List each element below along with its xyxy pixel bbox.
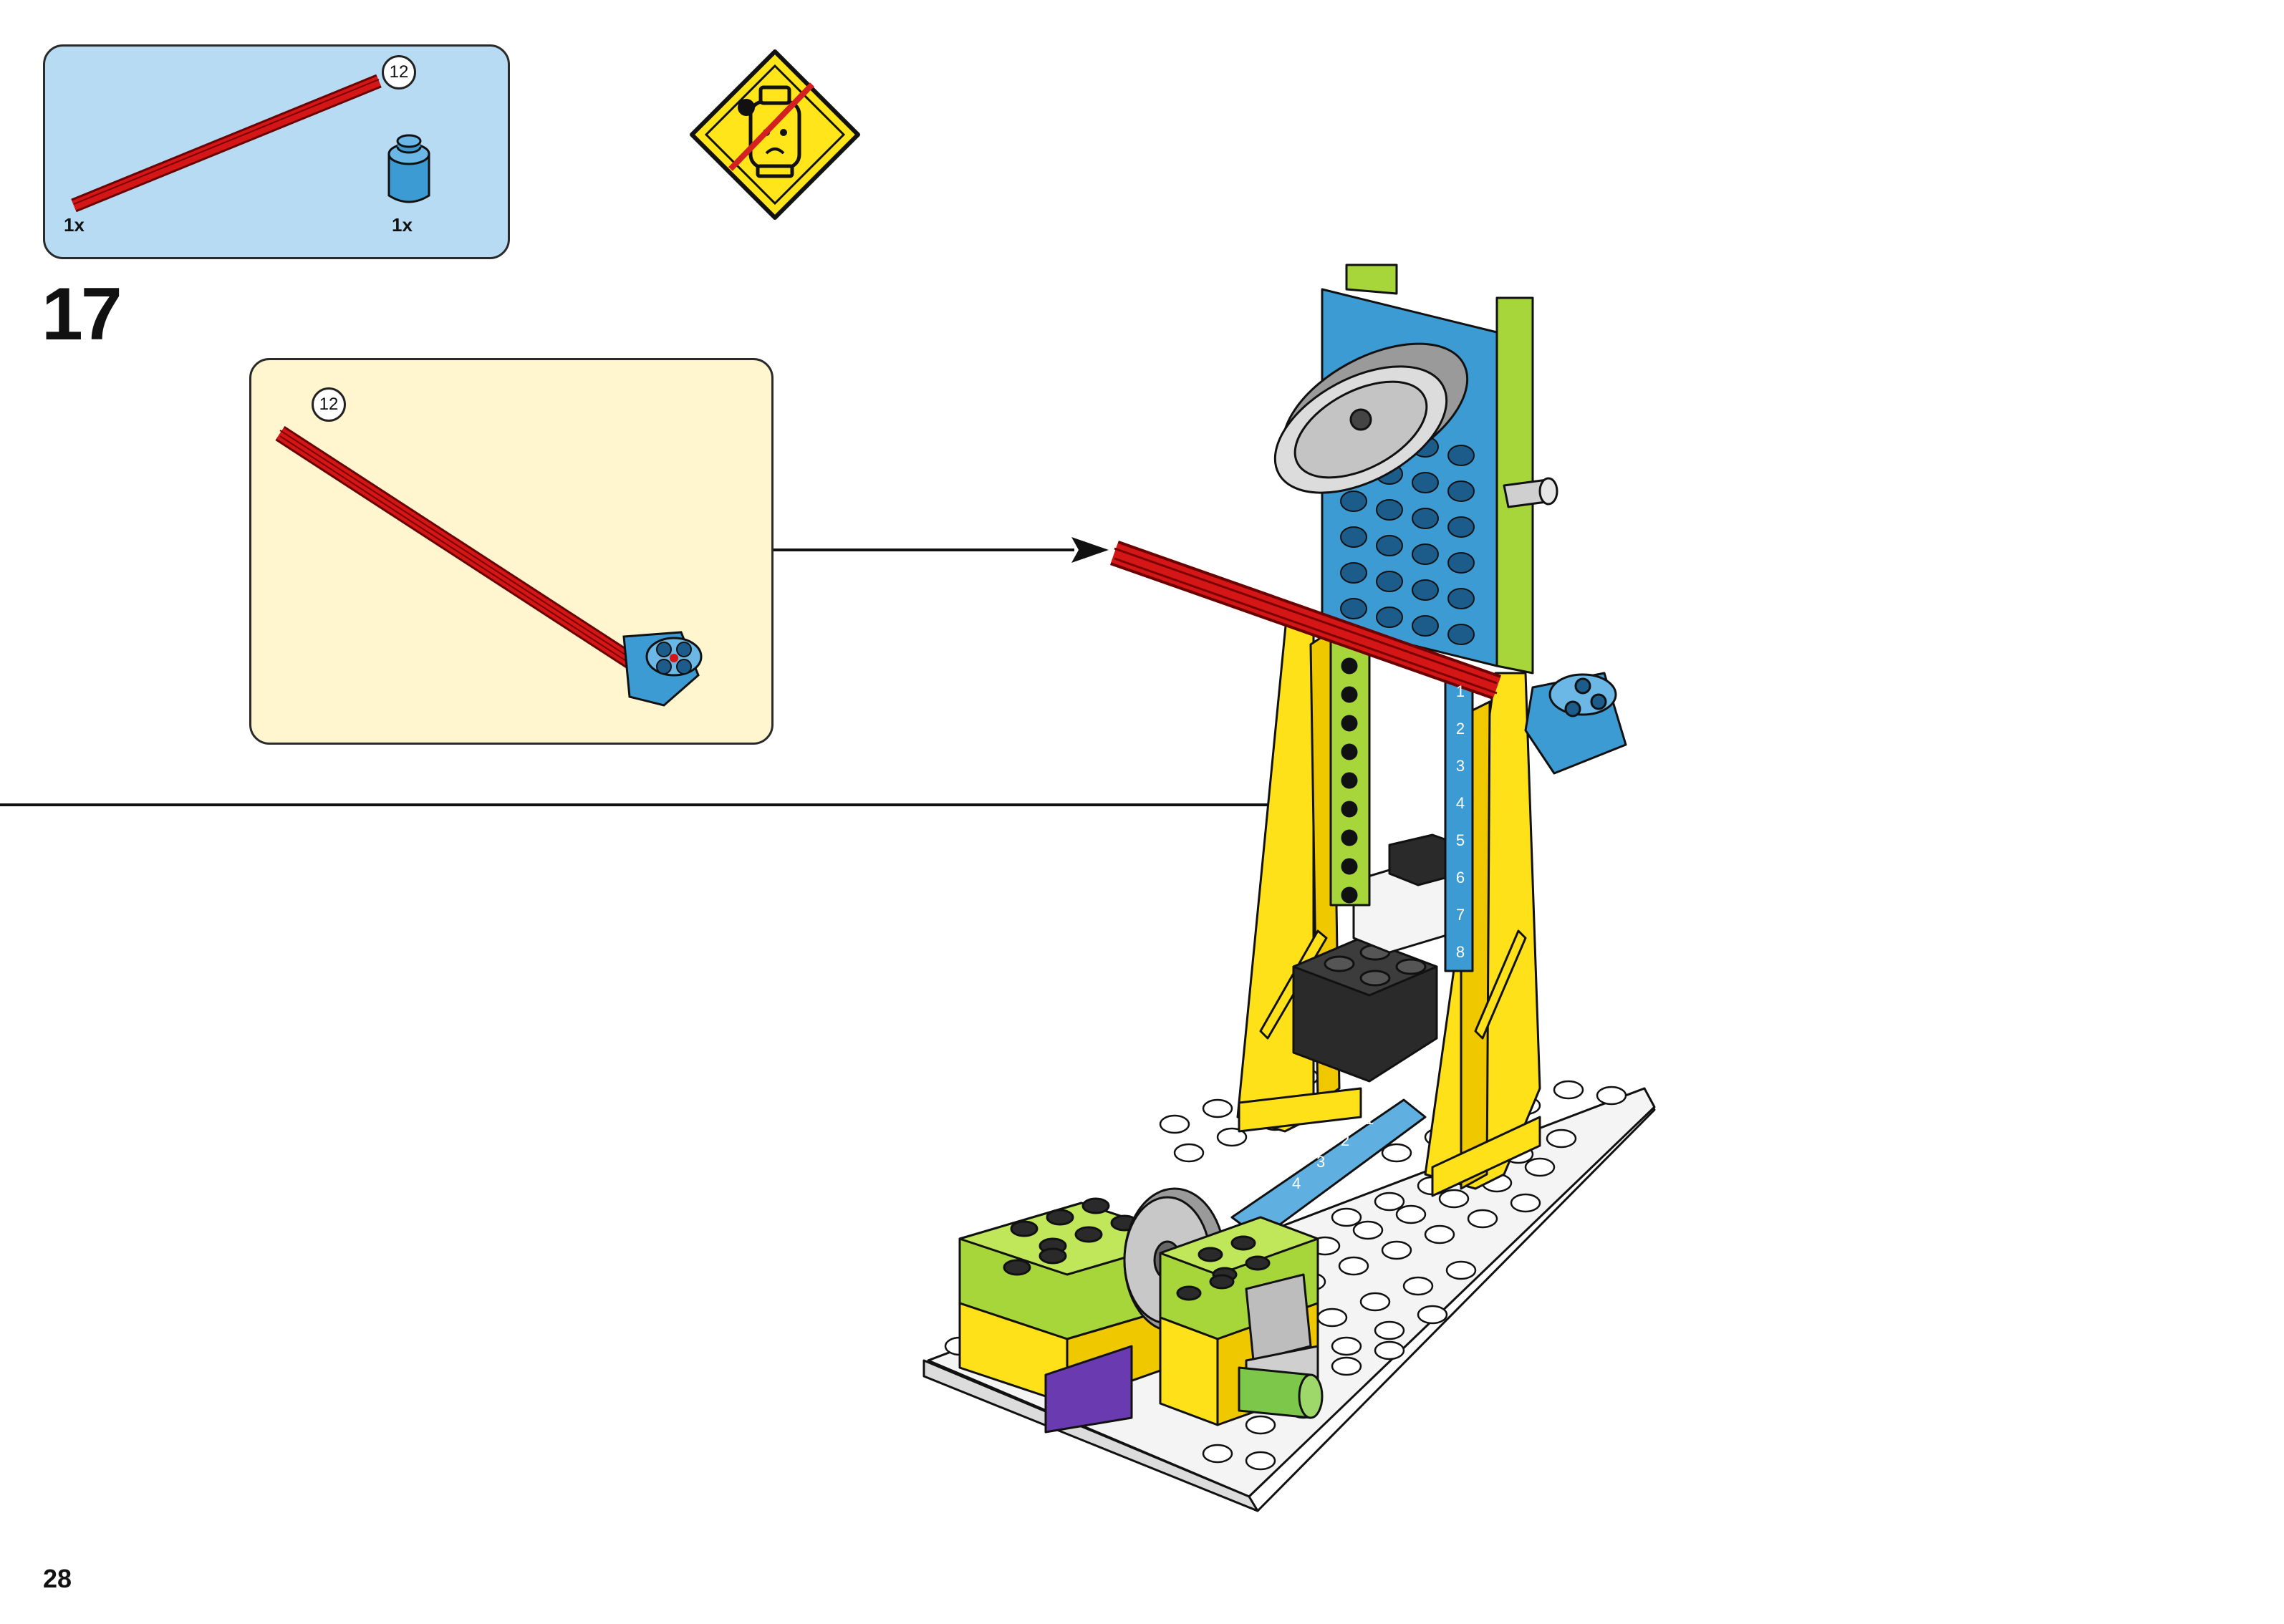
blue-round-brick-icon [387,134,430,203]
parts-list-drawing [71,74,430,213]
axle-quantity: 1x [64,214,85,236]
scale-label: 4 [1292,1174,1301,1192]
scale-label: 5 [1455,831,1465,849]
sub-assembly-arrow [774,537,1109,563]
no-small-parts-warning-icon [690,49,860,220]
scale-label: 7 [1455,906,1465,924]
scale-label: 2 [1341,1131,1350,1149]
scale-label: 8 [1455,943,1465,961]
scale-label: 6 [1455,869,1465,886]
axle-into-round-brick-icon [275,425,703,707]
axle-length-badge: 12 [382,55,416,90]
round-brick-quantity: 1x [392,214,413,236]
red-axle-icon [71,74,382,213]
scale-label: 4 [1455,794,1465,812]
insertion-arrow [0,792,1331,818]
sub-assembly-drawing [275,425,703,707]
blue-round-brick-model-icon [1524,672,1627,775]
scale-label: 1 [1365,1110,1374,1128]
vertical-scale-labels: 1 2 3 4 5 6 7 8 [1448,673,1473,971]
step-number: 17 [42,273,122,356]
base-scale-labels: 1 2 3 4 [1272,1103,1394,1217]
parts-list-panel: 12 1x 1x [43,44,510,259]
scale-label: 3 [1455,757,1465,775]
scale-label: 1 [1455,682,1465,700]
page-number: 28 [43,1564,72,1593]
scale-label: 2 [1455,720,1465,738]
red-axle-model-icon [1110,541,1501,700]
sub-assembly-panel: 12 [249,358,774,745]
model-illustration [922,264,1656,1512]
scale-label: 3 [1316,1153,1326,1171]
sub-axle-length-badge: 12 [312,387,346,422]
